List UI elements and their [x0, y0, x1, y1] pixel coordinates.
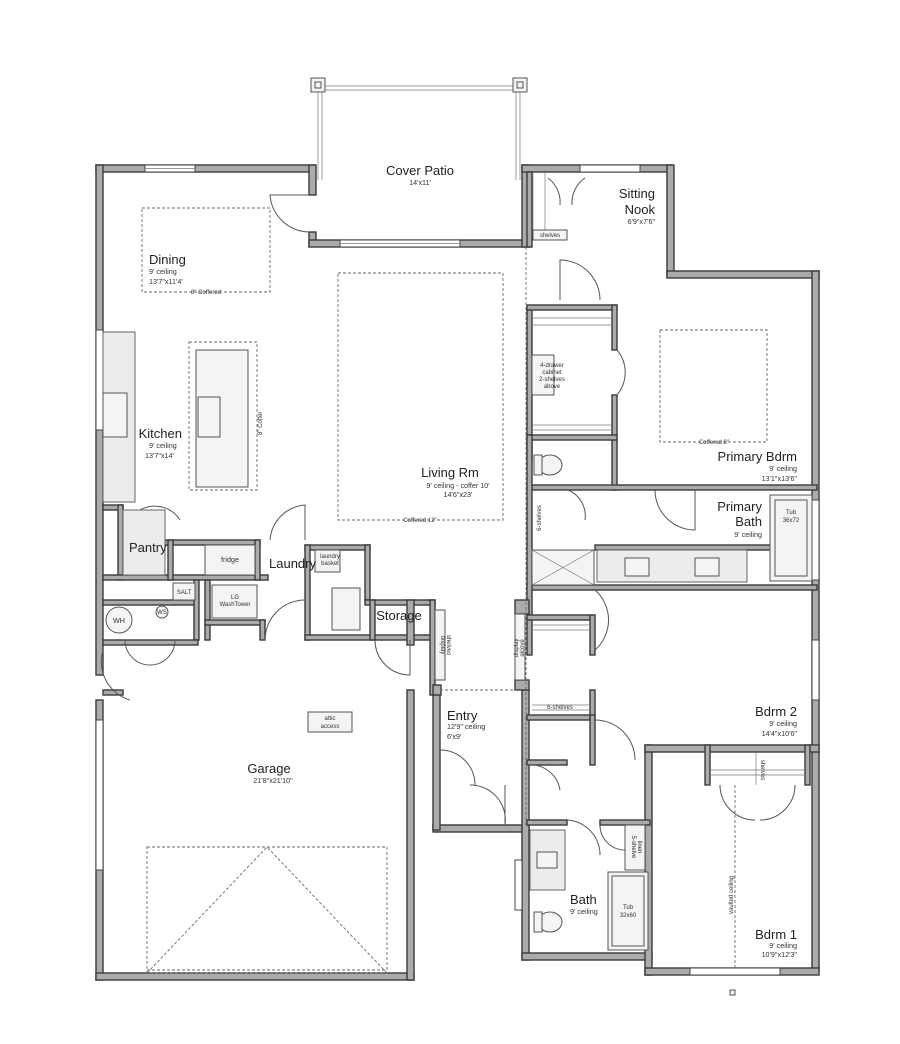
- linen-label-2: linen: [636, 841, 642, 854]
- garage-label: Garage: [247, 761, 290, 776]
- display-alcove-label-2: alcove: [520, 639, 526, 657]
- dining-coffer: 8" Coffered: [191, 290, 221, 296]
- bdrm2-label: Bdrm 2: [755, 704, 797, 719]
- cabinet-label-3: 2-shelves: [539, 377, 565, 383]
- fridge-label: fridge: [221, 555, 239, 564]
- display-shelves-label-1: display: [439, 636, 445, 655]
- living-label: Living Rm: [421, 465, 479, 480]
- dashed-outlines: [141, 207, 768, 974]
- nook-shelves-label: shelves: [540, 233, 560, 239]
- bath-label: Bath: [570, 892, 597, 907]
- dining-size: 13'7"x11'4': [149, 277, 183, 286]
- kitchen-label: Kitchen: [139, 426, 182, 441]
- interior-walls: [102, 171, 818, 826]
- washer-label-1: LG: [231, 595, 239, 601]
- bdrm1-label: Bdrm 1: [755, 927, 797, 942]
- labels: Cover Patio 14'x11' Sitting Nook 6'9"x7'…: [113, 163, 800, 959]
- bdrm1-ceiling: 9' ceiling: [769, 941, 797, 950]
- living-size: 14'6"x23': [444, 490, 474, 499]
- pantry-label: Pantry: [129, 540, 167, 555]
- primary-tub-label-1: Tub: [786, 510, 797, 516]
- primary-bdrm-ceiling: 9' ceiling: [769, 464, 797, 473]
- display-shelves-label-2: shelves: [445, 635, 451, 655]
- primary-bdrm-size: 13'1"x13'6": [762, 474, 798, 483]
- garage-size: 21'8"x21'10": [253, 776, 293, 785]
- bdrm2-size: 14'4"x10'6": [762, 729, 798, 738]
- dining-ceiling: 9' ceiling: [149, 267, 177, 276]
- primary-bath-ceiling: 9' ceiling: [734, 530, 762, 539]
- primary-tub-label-2: 36x72: [783, 518, 800, 524]
- storage-label: Storage: [376, 608, 422, 623]
- laundry-label: Laundry: [269, 556, 316, 571]
- kitchen-size: 13'7"x14': [145, 451, 175, 460]
- vaulted-ceiling-label: vaulted ceiling: [729, 876, 735, 914]
- entry-label: Entry: [447, 708, 478, 723]
- cover-patio-area: [310, 77, 528, 180]
- cabinet-label-4: above: [544, 384, 561, 390]
- bath-ceiling: 9' ceiling: [570, 907, 598, 916]
- entry-size: 6'x9': [447, 732, 462, 741]
- sitting-nook-label-2: Nook: [625, 202, 656, 217]
- bath-tub-label-1: Tub: [623, 905, 634, 911]
- primary-bath-label-1: Primary: [717, 499, 762, 514]
- six-shelves-label: 6-shelves: [537, 505, 543, 531]
- primary-bdrm-coffer: Coffered 8": [699, 440, 729, 446]
- washer-label-2: WashTower: [219, 602, 250, 608]
- attic-label-1: attic: [324, 716, 335, 722]
- attic-label-2: access: [321, 724, 340, 730]
- kitchen-ceiling: 9' ceiling: [149, 441, 177, 450]
- water-softener-label: WS: [157, 610, 167, 616]
- entry-ceiling: 12'9" ceiling: [447, 722, 485, 731]
- bdrm1-closet-shelves-label: shelves: [759, 760, 765, 780]
- laundry-basket-label-1: laundry: [320, 554, 340, 560]
- linen-label-1: 5-shelve: [630, 836, 636, 859]
- bath-tub-label-2: 32x60: [620, 913, 637, 919]
- dining-label: Dining: [149, 252, 186, 267]
- cover-patio-size: 14'x11': [409, 178, 431, 187]
- kitchen-coffer: 8" Coffer: [258, 412, 264, 435]
- salt-label: SALT: [177, 590, 192, 596]
- bdrm2-shelves-label: 6-shelves: [547, 705, 573, 711]
- bdrm1-size: 10'9"x12'3": [762, 950, 798, 959]
- fixtures: [102, 172, 813, 996]
- water-heater-label: WH: [113, 616, 125, 625]
- living-ceiling: 9' ceiling - coffer 10': [426, 481, 490, 490]
- sitting-nook-label-1: Sitting: [619, 186, 655, 201]
- cabinet-label-2: cabinet: [542, 370, 562, 376]
- living-coffer: Coffered 12": [403, 518, 436, 524]
- sitting-nook-size: 6'9"x7'6": [628, 217, 656, 226]
- cover-patio-label: Cover Patio: [386, 163, 454, 178]
- display-alcove-label-1: display: [514, 639, 520, 658]
- bdrm2-ceiling: 9' ceiling: [769, 719, 797, 728]
- laundry-basket-label-2: basket: [321, 561, 339, 567]
- cabinet-label-1: 4-drawer: [540, 363, 564, 369]
- primary-bath-label-2: Bath: [735, 514, 762, 529]
- doors: [100, 177, 796, 856]
- primary-bdrm-label: Primary Bdrm: [718, 449, 797, 464]
